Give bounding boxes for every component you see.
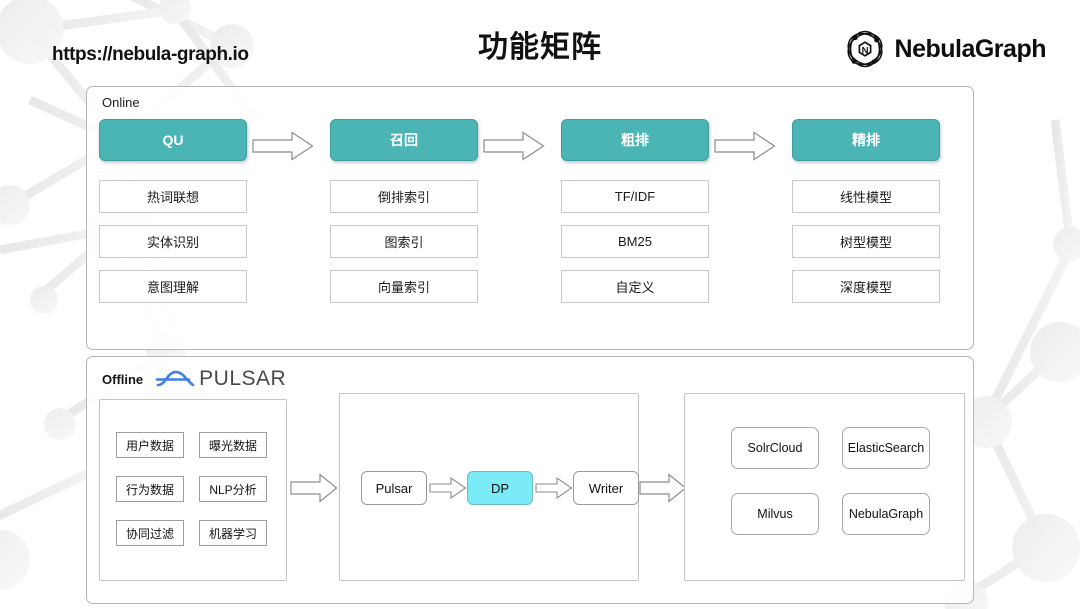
offline-panel-header: Offline PULSAR	[102, 367, 286, 391]
pulsar-wordmark: PULSAR	[199, 367, 287, 390]
flow-arrow-icon	[639, 473, 687, 503]
stage-item[interactable]: 树型模型	[792, 225, 940, 258]
stage-item[interactable]: 线性模型	[792, 180, 940, 213]
store-chip[interactable]: ElasticSearch	[842, 427, 930, 469]
flow-arrow-icon	[290, 473, 338, 503]
source-chip[interactable]: 机器学习	[199, 520, 267, 546]
stage-item[interactable]: 向量索引	[330, 270, 478, 303]
stage-item[interactable]: 实体识别	[99, 225, 247, 258]
stage-item[interactable]: TF/IDF	[561, 180, 709, 213]
online-panel-label: Online	[102, 95, 140, 110]
online-stage-qu: QU 热词联想 实体识别 意图理解	[99, 119, 247, 303]
stage-item[interactable]: 热词联想	[99, 180, 247, 213]
store-chip[interactable]: SolrCloud	[731, 427, 819, 469]
online-stage-coarse-rank: 粗排 TF/IDF BM25 自定义	[561, 119, 709, 303]
flow-arrow-icon	[429, 476, 467, 500]
stage-head-fine-rank[interactable]: 精排	[792, 119, 940, 161]
flow-arrow-icon	[535, 476, 573, 500]
pipeline-node-writer[interactable]: Writer	[573, 471, 639, 505]
stage-item[interactable]: 意图理解	[99, 270, 247, 303]
page-title: 功能矩阵	[478, 31, 602, 64]
flow-arrow-icon	[483, 131, 545, 161]
offline-pipeline-box: Pulsar DP Writer	[339, 393, 639, 581]
flow-arrow-icon	[714, 131, 776, 161]
source-chip[interactable]: NLP分析	[199, 476, 267, 502]
offline-sources-box: 用户数据 曝光数据 行为数据 NLP分析 协同过滤 机器学习	[99, 399, 287, 581]
stage-head-recall[interactable]: 召回	[330, 119, 478, 161]
online-stage-fine-rank: 精排 线性模型 树型模型 深度模型	[792, 119, 940, 303]
stage-item[interactable]: BM25	[561, 225, 709, 258]
source-chip[interactable]: 用户数据	[116, 432, 184, 458]
pipeline-node-pulsar[interactable]: Pulsar	[361, 471, 427, 505]
offline-panel-label: Offline	[102, 371, 144, 387]
brand-name-text: NebulaGraph	[894, 34, 1047, 63]
stage-item[interactable]: 自定义	[561, 270, 709, 303]
stage-head-coarse-rank[interactable]: 粗排	[561, 119, 709, 161]
pipeline-node-dp[interactable]: DP	[467, 471, 533, 505]
stage-item[interactable]: 图索引	[330, 225, 478, 258]
stage-head-qu[interactable]: QU	[99, 119, 247, 161]
store-chip[interactable]: Milvus	[731, 493, 819, 535]
flow-arrow-icon	[252, 131, 314, 161]
nebula-orbit-logo-icon: N	[847, 30, 883, 68]
brand-logo: N NebulaGraph	[845, 28, 1047, 70]
pulsar-wave-logo-icon	[155, 370, 195, 387]
svg-text:N: N	[861, 45, 868, 56]
source-chip[interactable]: 协同过滤	[116, 520, 184, 546]
offline-panel: Offline PULSAR 用户数据 曝光数据 行为数据 NLP分析 协同过滤…	[86, 356, 974, 604]
source-chip[interactable]: 行为数据	[116, 476, 184, 502]
stage-item[interactable]: 深度模型	[792, 270, 940, 303]
offline-stores-box: SolrCloud ElasticSearch Milvus NebulaGra…	[684, 393, 965, 581]
online-panel: Online QU 热词联想 实体识别 意图理解 召回 倒排索引 图索引 向量索…	[86, 86, 974, 350]
online-stage-recall: 召回 倒排索引 图索引 向量索引	[330, 119, 478, 303]
store-chip[interactable]: NebulaGraph	[842, 493, 930, 535]
pulsar-logo: PULSAR	[155, 367, 286, 391]
source-chip[interactable]: 曝光数据	[199, 432, 267, 458]
stage-item[interactable]: 倒排索引	[330, 180, 478, 213]
